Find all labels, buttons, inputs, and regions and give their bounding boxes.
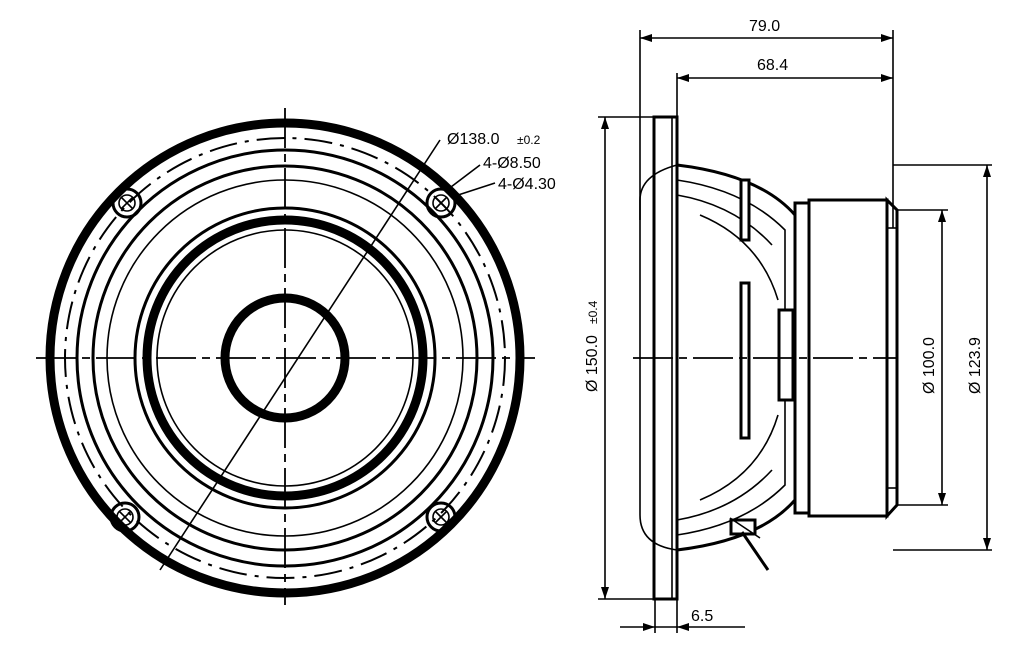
pole-piece <box>777 308 795 402</box>
hole-large-label: 4-Ø8.50 <box>483 155 541 172</box>
leader-hole-large <box>446 164 481 191</box>
cone-profile-upper <box>699 214 779 301</box>
cone-profile-lower <box>699 414 779 501</box>
flange-diameter-tolerance: ±0.4 <box>586 300 600 324</box>
overall-depth-label: 79.0 <box>749 18 780 35</box>
basket-spoke-top <box>739 178 751 242</box>
mounting-hole-top-right <box>425 187 457 219</box>
basket-spoke-mid <box>739 281 751 440</box>
mounting-hole-top-left <box>111 187 143 219</box>
flange-diameter-label: Ø 150.0 <box>584 335 601 392</box>
terminal-tab <box>729 517 770 571</box>
basket-upper <box>676 163 797 320</box>
outer-diameter-tolerance: ±0.2 <box>517 133 541 147</box>
outer-diameter-label: Ø138.0 <box>447 131 500 148</box>
front-view: Ø138.0 ±0.2 4-Ø8.50 4-Ø4.30 <box>36 108 556 605</box>
hole-small-label: 4-Ø4.30 <box>498 176 556 193</box>
side-view: 79.0 68.4 6.5 Ø 150.0 ±0.4 Ø 100.0 Ø 123… <box>584 18 992 633</box>
depth-to-flange-label: 68.4 <box>757 57 788 74</box>
mounting-hole-bottom-left <box>109 501 141 533</box>
basket-diameter-label: Ø 123.9 <box>967 337 984 394</box>
basket-lower-inner <box>676 398 786 536</box>
magnet-diameter-label: Ø 100.0 <box>921 337 938 394</box>
flange-thickness-label: 6.5 <box>691 608 713 625</box>
basket-upper-inner <box>676 179 786 318</box>
mounting-hole-bottom-right <box>425 501 457 533</box>
basket-upper-inner-2 <box>676 194 773 246</box>
leader-hole-small <box>451 182 496 198</box>
basket-lower-inner-2 <box>676 469 773 521</box>
diameter-leader-line <box>159 139 441 571</box>
